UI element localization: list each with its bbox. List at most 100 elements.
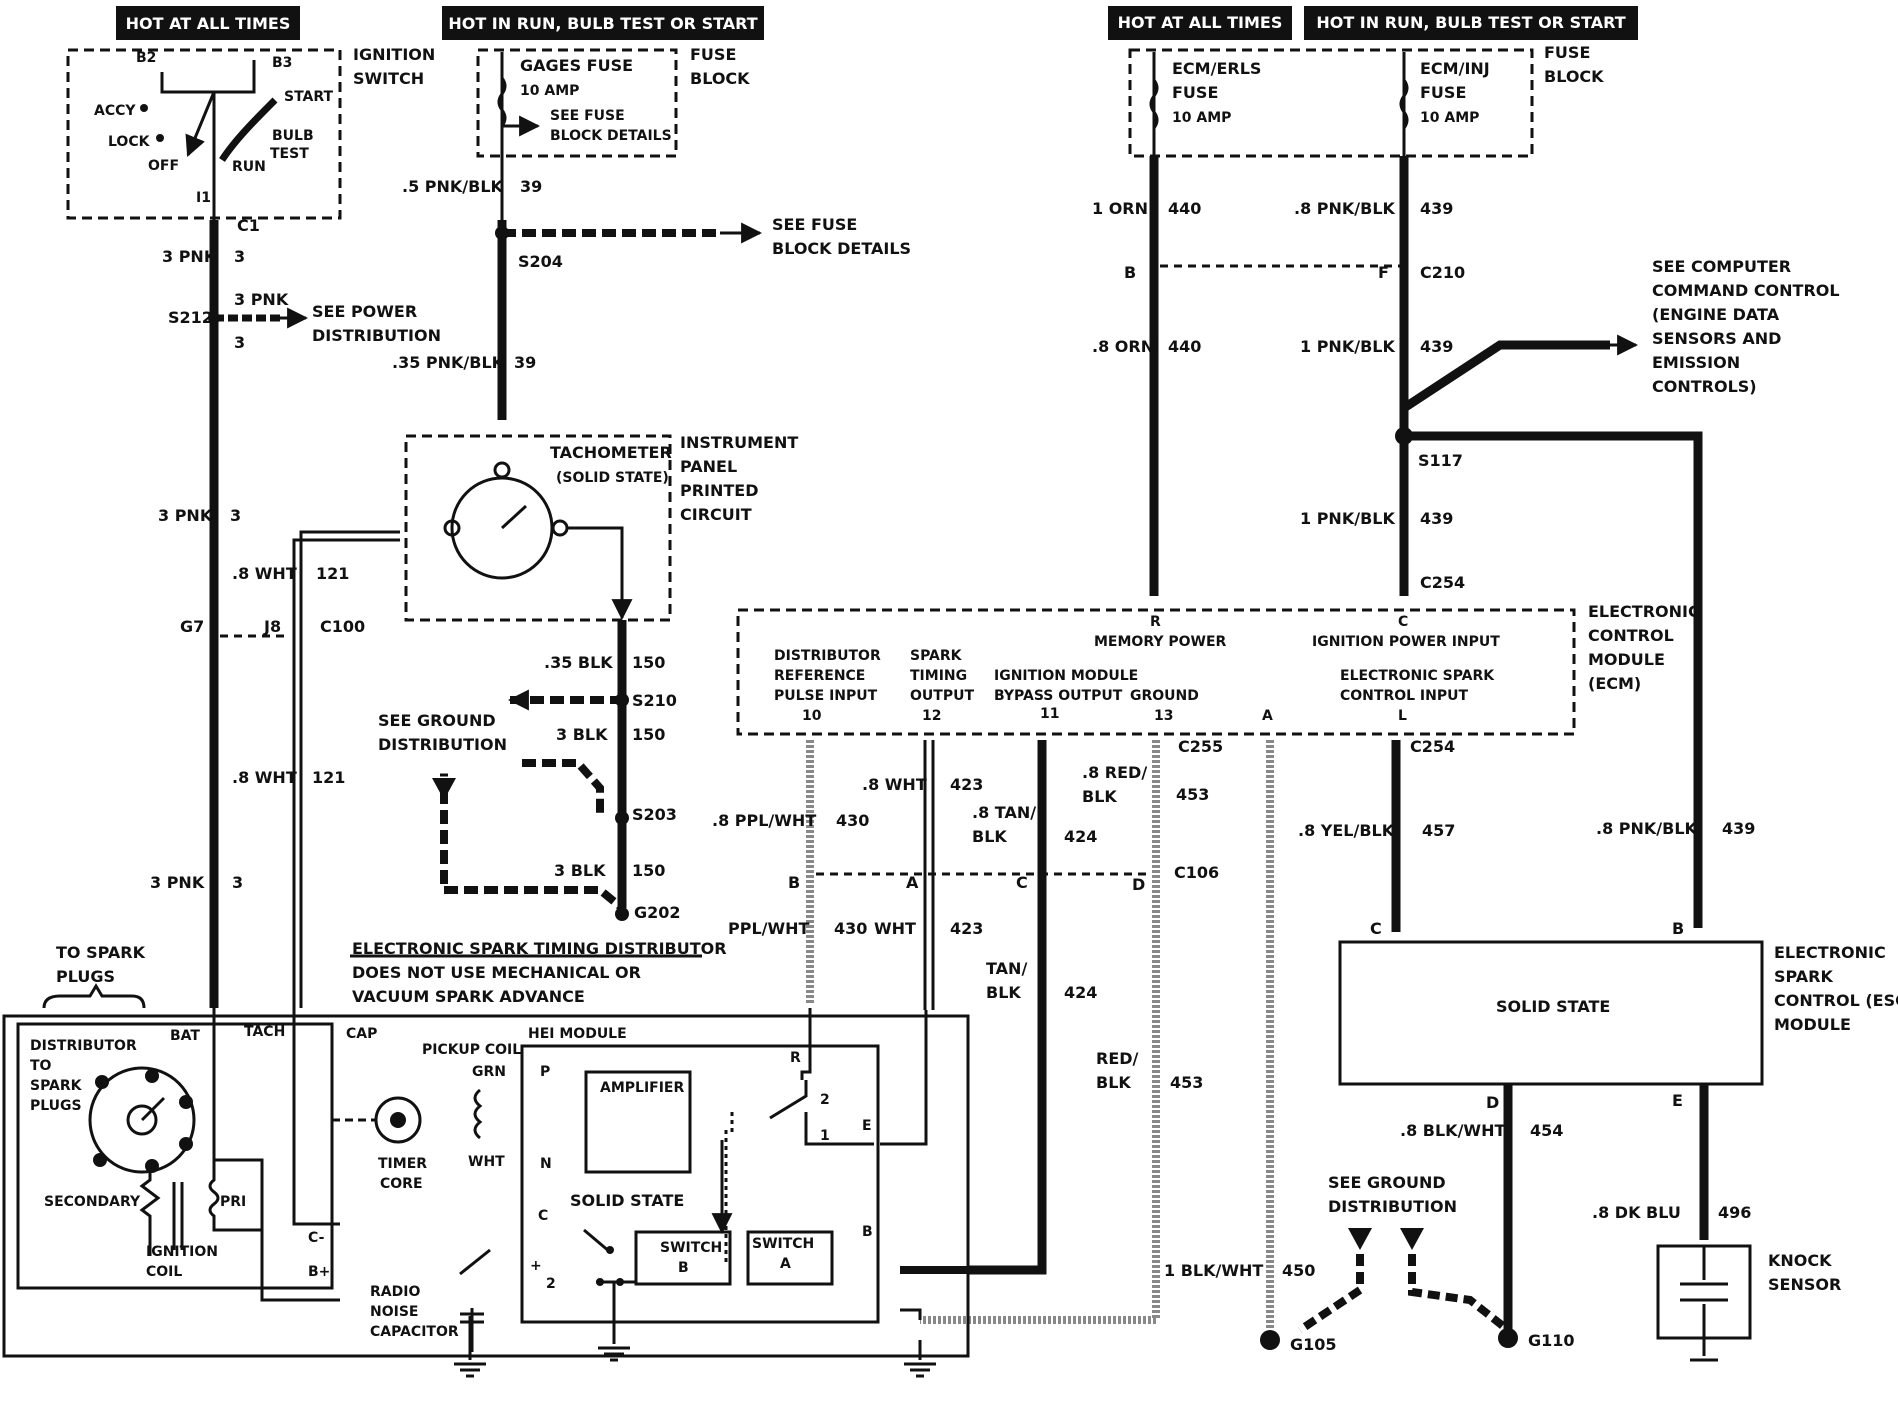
distributor-note: DOES NOT USE MECHANICAL OR <box>352 963 641 982</box>
pickup-coil-label: PICKUP COIL <box>422 1042 521 1058</box>
circuit-number: 121 <box>316 564 349 583</box>
fuse-block-title: BLOCK <box>690 69 750 88</box>
see-fuse-block: BLOCK DETAILS <box>772 239 911 258</box>
wire-label: .8 PPL/WHT <box>712 811 816 830</box>
wire-label: .35 PNK/BLK <box>392 353 505 372</box>
distributor-cap-label: DISTRIBUTOR <box>30 1038 137 1054</box>
bulb-label: BULB <box>272 128 314 144</box>
fuse-rating: 10 AMP <box>1420 110 1479 126</box>
wire-label: .8 PNK/BLK <box>1596 819 1698 838</box>
wire-label: 3 PNK <box>150 873 205 892</box>
amplifier-label: AMPLIFIER <box>600 1080 684 1096</box>
accy-label: ACCY <box>94 103 136 119</box>
ecm-feed-circuit: 1 ORN 440 .8 PNK/BLK 439 B F C210 .8 ORN… <box>1092 156 1840 928</box>
radio-capacitor-label: RADIO <box>370 1284 420 1300</box>
wire-label: BLK <box>1082 787 1117 806</box>
ecm-module: R C MEMORY POWER IGNITION POWER INPUT DI… <box>736 602 1700 736</box>
circuit-number: 423 <box>950 775 983 794</box>
ecm-pin-r: R <box>1150 614 1161 630</box>
wire-label: .8 DK BLU <box>1592 1203 1681 1222</box>
see-computer-command: (ENGINE DATA <box>1652 305 1780 324</box>
hei-pin-r: R <box>790 1050 801 1066</box>
see-ground-distribution: DISTRIBUTION <box>1328 1197 1457 1216</box>
circuit-number: 439 <box>1722 819 1755 838</box>
radio-capacitor-label: CAPACITOR <box>370 1324 459 1340</box>
see-computer-command: COMMAND CONTROL <box>1652 281 1840 300</box>
ecm-pin-11: 11 <box>1040 706 1059 722</box>
distributor-cap-label: TO <box>30 1058 52 1074</box>
see-computer-command: CONTROLS) <box>1652 377 1757 396</box>
see-fuse-block: BLOCK DETAILS <box>550 128 672 144</box>
connector-c100: C100 <box>320 617 365 636</box>
ecm-pin-13: 13 <box>1154 708 1173 724</box>
solid-state-label: SOLID STATE <box>570 1191 684 1210</box>
wire-label: .8 PNK/BLK <box>1294 199 1396 218</box>
hei-pin-e: E <box>862 1118 872 1134</box>
ignition-coil-label: COIL <box>146 1264 182 1280</box>
tachometer-label: (SOLID STATE) <box>556 470 669 486</box>
esc-pin-b: B <box>1672 919 1684 938</box>
secondary-label: SECONDARY <box>44 1194 141 1210</box>
distributor-assembly: ELECTRONIC SPARK TIMING DISTRIBUTOR DOES… <box>2 939 1042 1378</box>
radio-capacitor-label: NOISE <box>370 1304 418 1320</box>
esc-title: CONTROL (ESC) <box>1774 991 1898 1010</box>
see-fuse-block: SEE FUSE <box>772 215 857 234</box>
ground-label: GROUND <box>1130 688 1199 704</box>
see-computer-command: SENSORS AND <box>1652 329 1781 348</box>
wire-label: 1 PNK/BLK <box>1300 337 1395 356</box>
gages-fuse-label: GAGES FUSE <box>520 56 633 75</box>
to-spark-plugs: PLUGS <box>56 967 115 986</box>
circuit-number: 457 <box>1422 821 1455 840</box>
cap-label: CAP <box>346 1026 377 1042</box>
wire-label: .35 BLK <box>544 653 613 672</box>
connector-c254: C254 <box>1420 573 1465 592</box>
test-label: TEST <box>270 146 309 162</box>
fuse-block-title: FUSE <box>1544 43 1590 62</box>
see-ground-distribution: DISTRIBUTION <box>378 735 507 754</box>
switch-position: 2 <box>820 1092 830 1108</box>
circuit-number: 439 <box>1420 337 1453 356</box>
circuit-number: 3 <box>230 506 241 525</box>
see-computer-command: SEE COMPUTER <box>1652 257 1791 276</box>
see-ground-distribution: SEE GROUND <box>378 711 496 730</box>
hei-pin-c: C <box>538 1208 548 1224</box>
wire-label: .8 YEL/BLK <box>1298 821 1395 840</box>
circuit-number: 424 <box>1064 827 1097 846</box>
ecm-inj-fuse: FUSE <box>1420 83 1466 102</box>
see-computer-command: EMISSION <box>1652 353 1740 372</box>
esc-input-label: ELECTRONIC SPARK <box>1340 668 1495 684</box>
ecm-erls-fuse: ECM/ERLS <box>1172 59 1261 78</box>
circuit-number: 453 <box>1170 1073 1203 1092</box>
circuit-number: 430 <box>834 919 867 938</box>
timer-core-label: TIMER <box>378 1156 427 1172</box>
connector-pin: F <box>1378 263 1389 282</box>
b2-label: B2 <box>136 50 156 66</box>
connector-c106: C106 <box>1174 863 1219 882</box>
wire-label: 3 PNK <box>234 290 289 309</box>
i1-label: I1 <box>196 190 211 206</box>
fuse-block-title: FUSE <box>690 45 736 64</box>
circuit-number: 3 <box>232 873 243 892</box>
header-left-hot-run: HOT IN RUN, BULB TEST OR START <box>442 6 764 40</box>
see-ground-distribution: SEE GROUND <box>1328 1173 1446 1192</box>
grn-lead: GRN <box>472 1064 506 1080</box>
distributor-cap-label: PLUGS <box>30 1098 82 1114</box>
connector-c254: C254 <box>1410 737 1455 756</box>
left-power-circuit: C1 3 PNK 3 S212 3 PNK 3 SEE POWER DISTRI… <box>150 216 441 1008</box>
esc-pin-e: E <box>1672 1091 1683 1110</box>
ecm-title: ELECTRONIC <box>1588 602 1700 621</box>
wire-label: 1 PNK/BLK <box>1300 509 1395 528</box>
hei-pin-p: P <box>540 1064 550 1080</box>
ecm-title: CONTROL <box>1588 626 1674 645</box>
connector-pin: A <box>906 873 919 892</box>
distributor-note: VACUUM SPARK ADVANCE <box>352 987 585 1006</box>
circuit-number: 39 <box>520 177 542 196</box>
timer-core-label: CORE <box>380 1176 423 1192</box>
connector-c1: C1 <box>237 216 260 235</box>
wire-label: .8 RED/ <box>1082 763 1147 782</box>
esc-pin-c: C <box>1370 919 1382 938</box>
wht-lead: WHT <box>468 1154 505 1170</box>
splice-s210: S210 <box>632 691 677 710</box>
spark-timing-label: OUTPUT <box>910 688 974 704</box>
tach-terminal: TACH <box>244 1024 285 1040</box>
